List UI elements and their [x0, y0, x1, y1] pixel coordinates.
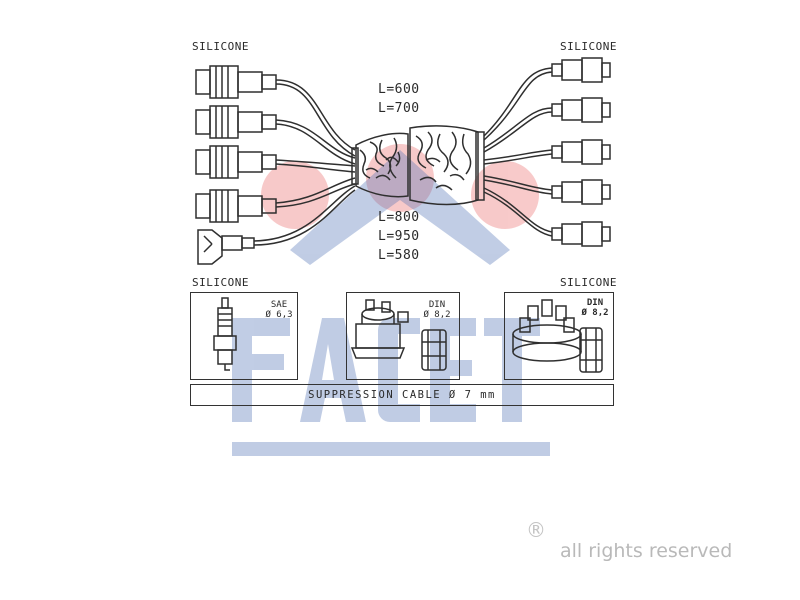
- left-connector-3: [195, 145, 277, 179]
- length-label: L=800: [378, 210, 420, 225]
- watermark-letter-a: [300, 318, 366, 422]
- left-cap-connectors: [195, 65, 277, 265]
- harness-right-bundle: [409, 125, 485, 206]
- watermark-fan: [290, 150, 510, 265]
- spec-standard: SAE: [270, 300, 288, 310]
- copyright-notice: all rights reserved: [560, 540, 733, 562]
- label-silicone-top-left: SILICONE: [192, 40, 249, 53]
- watermark-circle-right: [471, 161, 539, 229]
- distributor-terminal-boot-icon: [579, 327, 603, 373]
- label-silicone-mid-right: SILICONE: [560, 276, 617, 289]
- label-silicone-top-right: SILICONE: [560, 40, 617, 53]
- spec-diameter: Ø 6,3: [265, 310, 293, 320]
- length-label: L=580: [378, 248, 420, 263]
- label-silicone-mid-left: SILICONE: [192, 276, 249, 289]
- distributor-spec: DIN Ø 8,2: [578, 298, 612, 318]
- spark-plug-spec: SAE Ø 6,3: [264, 300, 294, 320]
- spec-diameter: Ø 8,2: [423, 310, 451, 320]
- left-connector-4: [195, 189, 277, 223]
- coil-terminal-box: [346, 292, 460, 380]
- length-label: L=950: [378, 229, 420, 244]
- harness-left-bundle: [351, 132, 409, 198]
- spec-diameter: Ø 8,2: [581, 308, 609, 318]
- right-connector-3: [551, 139, 611, 165]
- coil-terminal-boot-icon: [421, 329, 447, 371]
- spec-standard: DIN: [586, 298, 604, 308]
- length-label: L=700: [378, 101, 420, 116]
- coil-spec: DIN Ø 8,2: [420, 300, 454, 320]
- watermark-letter-t: [484, 318, 540, 422]
- spark-plug-icon: [213, 297, 237, 371]
- suppression-cable-label: SUPPRESSION CABLE Ø 7 mm: [190, 384, 614, 406]
- right-connectors: [551, 57, 611, 247]
- right-connector-2: [551, 97, 611, 123]
- registered-mark: ®: [526, 518, 546, 542]
- watermark-underline: [232, 442, 550, 456]
- right-cables: [483, 67, 553, 237]
- length-label: L=600: [378, 82, 420, 97]
- left-connector-2: [195, 105, 277, 139]
- watermark-letter-e: [430, 318, 476, 422]
- spark-plug-terminal-box: [190, 292, 298, 380]
- spec-standard: DIN: [428, 300, 446, 310]
- right-connector-1: [551, 57, 611, 83]
- distributor-cap-icon: [512, 299, 582, 362]
- watermark-circle-left: [261, 161, 329, 229]
- watermark-letter-f: [232, 318, 290, 422]
- watermark-letter-c: [378, 318, 420, 422]
- right-connector-5: [551, 221, 611, 247]
- right-connector-4: [551, 179, 611, 205]
- left-connector-angled: [197, 229, 255, 265]
- left-cables: [253, 79, 356, 246]
- distributor-terminal-box: [504, 292, 614, 380]
- left-connector-1: [195, 65, 277, 99]
- ignition-coil-icon: [350, 299, 409, 359]
